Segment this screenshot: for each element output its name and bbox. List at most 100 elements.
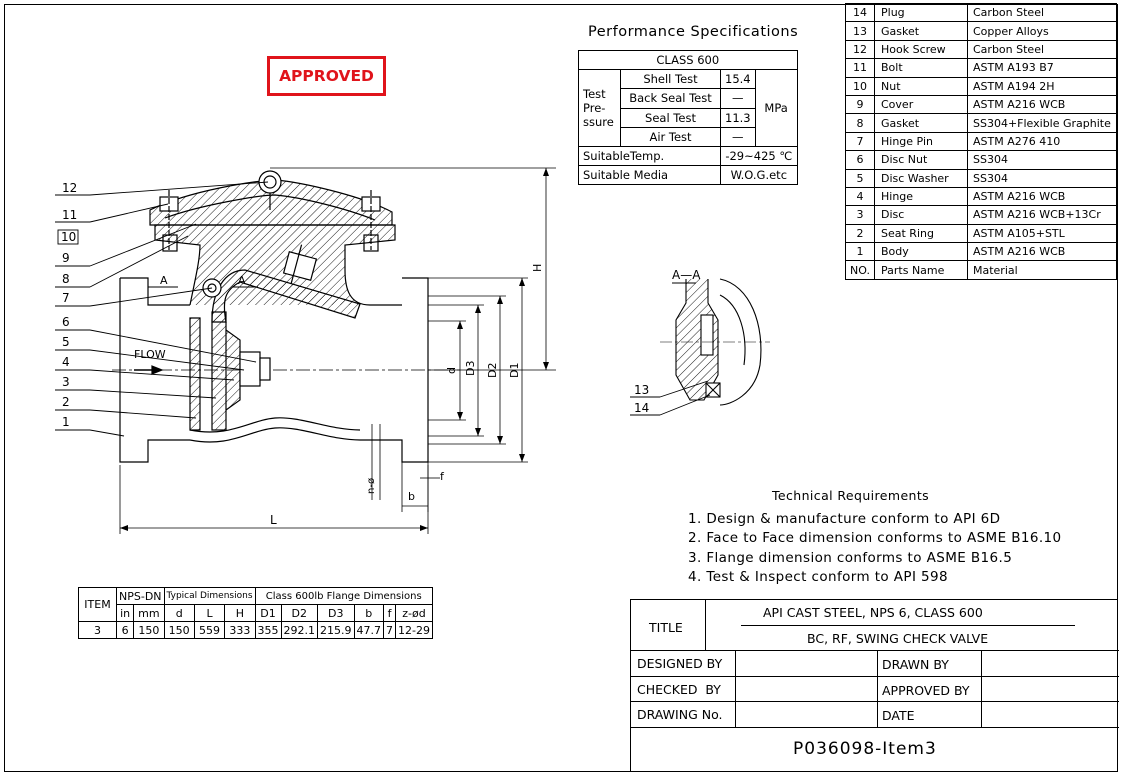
balloon-4: 4 [62,355,70,369]
parts-no: 9 [845,94,875,115]
technical-requirements: Technical Requirements 1. Design & manuf… [688,488,1062,587]
parts-name: Bolt [874,58,968,78]
dims-cell: 150 [133,621,165,639]
parts-no: 8 [845,113,875,133]
parts-material: ASTM A216 WCB [967,186,1117,207]
valve-section-drawing: 12 11 10 9 8 7 6 5 4 3 2 1 FLOW A A L H … [55,167,556,534]
dims-cell: 7 [383,621,397,639]
approved-by-label: APPROVED BY [882,683,970,698]
perf-seal-value: 11.3 [720,107,756,128]
dims-cell: 6 [115,621,135,639]
perf-shell-value: 15.4 [720,69,756,90]
body-lower [189,427,361,443]
parts-material: ASTM A216 WCB [967,242,1117,262]
section-a-a-detail: A—A 13 14 [630,268,770,416]
parts-no: 2 [845,223,875,244]
parts-material: ASTM A216 WCB+13Cr [967,205,1117,225]
parts-name: Nut [874,76,968,96]
parts-material: Carbon Steel [967,39,1117,60]
dims-cell: 292.1 [280,621,319,639]
title-block: TITLE API CAST STEEL, NPS 6, CLASS 600 B… [630,599,1119,772]
dims-nps-header: NPS-DN [116,587,165,605]
designed-by-label: DESIGNED BY [637,656,723,671]
section-mark-left: A [160,274,168,287]
parts-no: 1 [845,242,875,262]
parts-no: 3 [845,205,875,225]
parts-name: Hook Screw [874,39,968,60]
parts-name: Cover [874,94,968,115]
dim-d: d [445,367,458,374]
approved-stamp: APPROVED [267,56,386,96]
balloon-1: 1 [62,415,70,429]
balloon-12: 12 [62,181,77,195]
parts-material: ASTM A216 WCB [967,94,1117,115]
perf-shell-test: Shell Test [620,69,721,90]
dim-n-d: n-ø [366,478,377,494]
parts-name: Disc Nut [874,150,968,170]
parts-no: 11 [845,58,875,78]
parts-name: Plug [874,2,968,23]
right-flange [360,277,429,463]
parts-name: Hinge Pin [874,131,968,152]
title-line-2: BC, RF, SWING CHECK VALVE [807,631,989,646]
dims-flange-header: Class 600lb Flange Dimensions [254,587,433,605]
balloon-6: 6 [62,315,70,329]
date-label: DATE [882,708,915,723]
requirement-3: 3. Flange dimension conforms to ASME B16… [688,549,1013,566]
parts-material: ASTM A105+STL [967,223,1117,244]
parts-no: 13 [845,21,875,41]
dims-sub-header: in [115,604,135,622]
drawing-number: P036098-Item3 [793,739,937,759]
perf-unit: MPa [754,69,798,147]
balloon-2: 2 [62,395,70,409]
perf-seal-test: Seal Test [620,107,721,128]
dim-D2: D2 [486,363,499,378]
dims-sub-header: H [224,604,256,622]
dims-cell: 355 [254,621,282,639]
perf-air-value: — [720,126,756,147]
balloon-9: 9 [62,251,70,265]
drawn-by-label: DRAWN BY [882,657,949,672]
parts-no: 7 [845,131,875,152]
parts-no: 14 [845,2,875,23]
balloon-7: 7 [62,291,70,305]
performance-title: Performance Specifications [588,24,799,40]
dims-sub-header: mm [133,604,165,622]
dim-f: f [440,470,445,483]
requirement-1: 1. Design & manufacture conform to API 6… [688,511,1001,527]
perf-temp-label: SuitableTemp. [578,145,721,167]
perf-back-seal-value: — [720,88,756,109]
parts-material: Carbon Steel [967,2,1117,23]
dims-cell: 333 [224,621,256,639]
parts-name: Gasket [874,113,968,133]
perf-class: CLASS 600 [578,49,798,71]
hinge [211,269,361,323]
parts-name: Body [874,242,968,262]
flow-label: FLOW [134,348,166,361]
drawing-no-label: DRAWING No. [637,707,723,722]
disc [211,311,227,431]
parts-header-name: Parts Name [874,260,968,280]
dims-cell: 559 [193,621,226,639]
dims-sub-header: D3 [317,604,355,622]
balloon-3: 3 [62,375,70,389]
dim-H: H [531,264,544,272]
dim-D1: D1 [508,363,521,378]
dims-item-header: ITEM [78,587,117,622]
title-label: TITLE [649,620,683,635]
parts-name: Seat Ring [874,223,968,244]
parts-material: SS304+Flexible Graphite [967,113,1117,133]
parts-no: 5 [845,168,875,188]
dimensions-table: ITEM NPS-DN Typical Dimensions Class 600… [78,587,433,639]
